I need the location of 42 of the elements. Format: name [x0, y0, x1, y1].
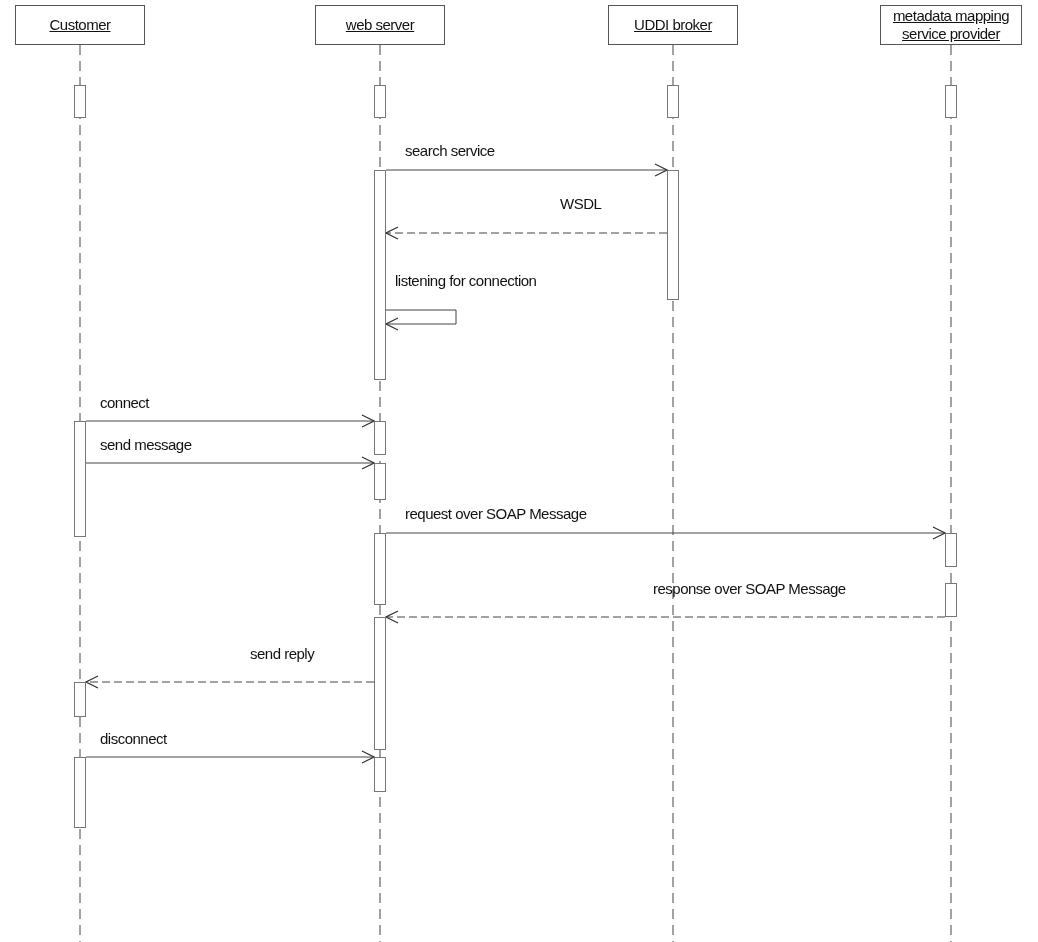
participant-box	[608, 5, 738, 45]
activation-bar	[667, 85, 679, 118]
message-label: request over SOAP Message	[405, 505, 587, 522]
activation-bar	[374, 617, 386, 750]
activation-bar	[74, 757, 86, 828]
message-label: send reply	[250, 645, 315, 662]
message-arrow	[385, 226, 668, 240]
activation-bar	[74, 421, 86, 537]
activation-bar	[374, 463, 386, 500]
activation-bar	[374, 170, 386, 380]
message-label: listening for connection	[395, 272, 537, 289]
activation-bar	[945, 533, 957, 567]
participant-box	[315, 5, 445, 45]
participant-box	[15, 5, 145, 45]
message-label: send message	[100, 436, 192, 453]
activation-bar	[945, 583, 957, 617]
activation-bar	[374, 85, 386, 118]
message-label: disconnect	[100, 730, 167, 747]
activation-bar	[74, 682, 86, 717]
activation-bar	[74, 85, 86, 118]
participant-box	[880, 5, 1022, 45]
activation-bar	[667, 170, 679, 300]
message-arrow	[385, 309, 457, 331]
message-label: WSDL	[560, 195, 602, 212]
message-arrow	[385, 526, 946, 540]
participant-name: UDDI broker	[634, 16, 712, 34]
message-label: connect	[100, 394, 150, 411]
activation-bar	[945, 85, 957, 118]
message-arrow	[85, 750, 375, 764]
participant-name: metadata mapping service provider	[891, 7, 1011, 43]
message-arrow	[85, 456, 375, 470]
message-arrow	[85, 675, 375, 689]
activation-bar	[374, 757, 386, 792]
message-label: response over SOAP Message	[653, 580, 846, 597]
activation-bar	[374, 533, 386, 605]
message-label: search service	[405, 142, 495, 159]
message-arrow	[385, 610, 946, 624]
message-arrow	[385, 163, 668, 177]
activation-bar	[374, 421, 386, 455]
message-arrow	[85, 414, 375, 428]
participant-name: web server	[345, 16, 415, 34]
participant-name: Customer	[49, 16, 111, 34]
